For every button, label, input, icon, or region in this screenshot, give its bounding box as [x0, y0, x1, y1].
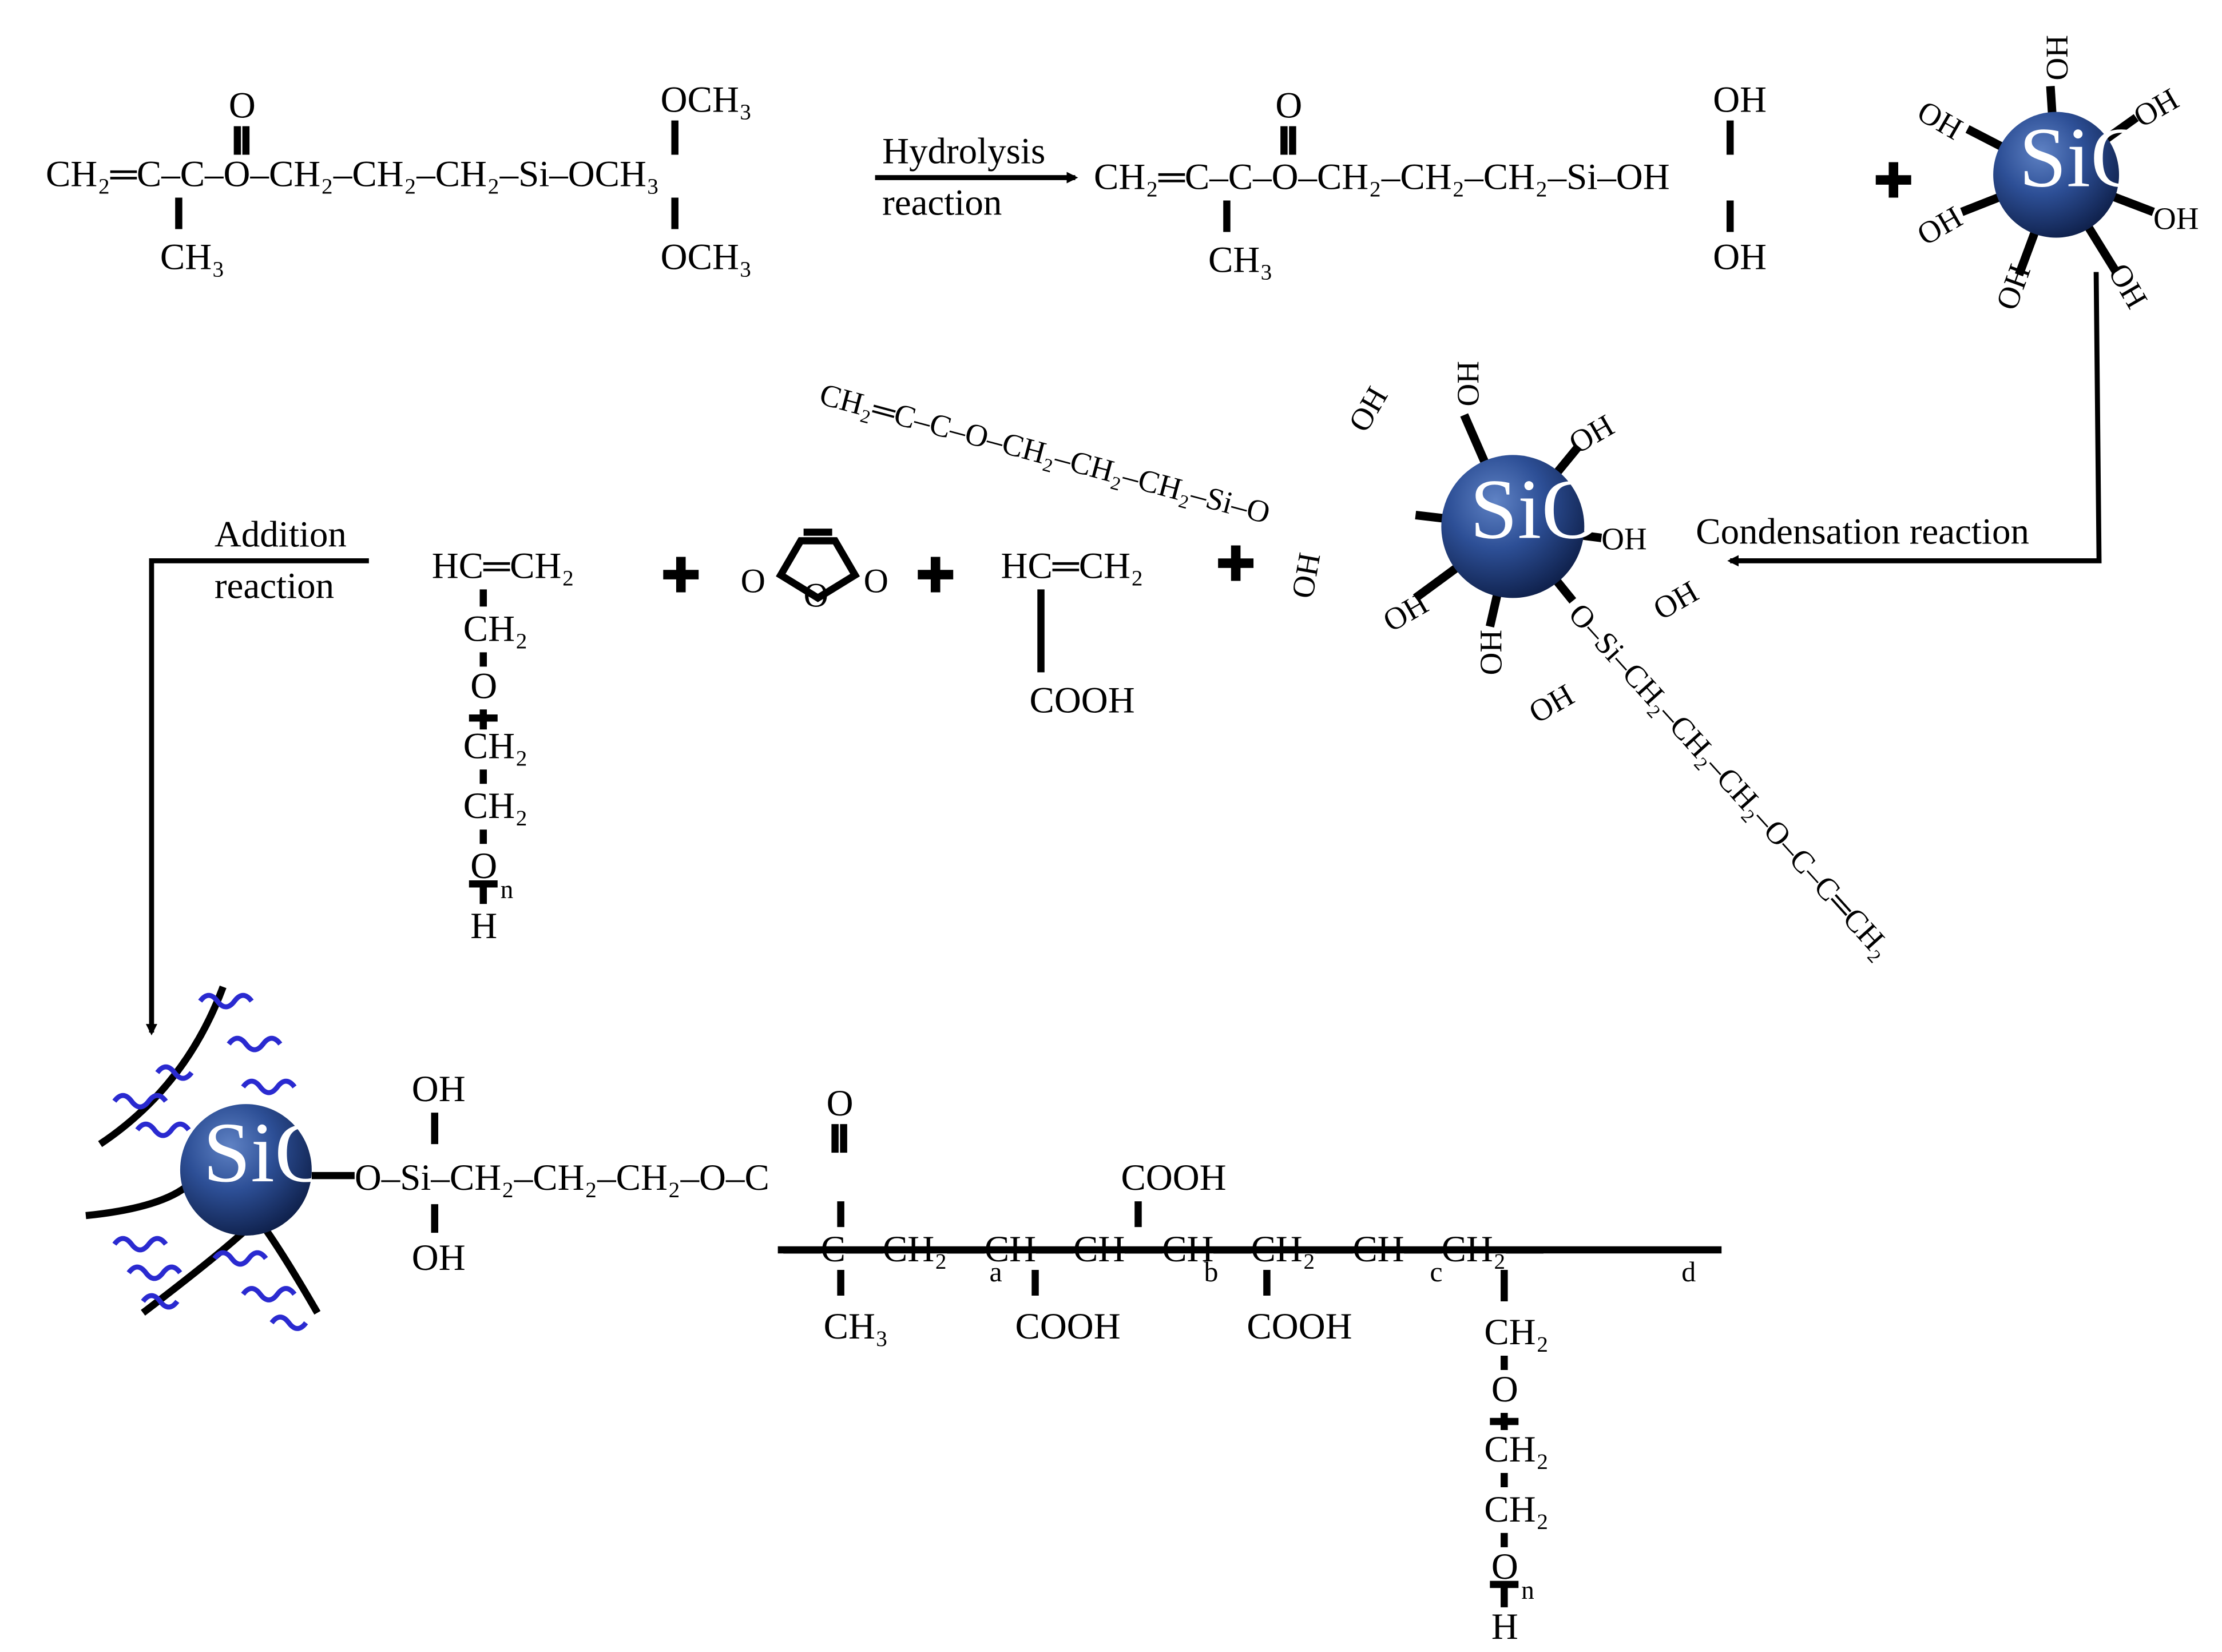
silica-label-2: SiO₂	[1470, 462, 1633, 557]
side-o-2: O	[1491, 1546, 1518, 1587]
addition-label-line1: Addition	[215, 514, 347, 555]
addition-label-line2: reaction	[215, 565, 334, 606]
hydroxylated-silica-particle: SiO₂ OH OH OH OH OH OH OH	[1911, 35, 2199, 314]
silane-carbonyl-o: O	[229, 85, 256, 126]
silane-chain: CH₂═C–C–O–CH₂–CH₂–CH₂–Si–OCH₃	[46, 154, 660, 195]
product-graft-chain: O–Si–CH₂–CH₂–CH₂–O–C	[355, 1157, 769, 1198]
oh-label: OH	[1473, 630, 1508, 675]
anhydride-o-left: O	[741, 562, 765, 599]
ether-monomer: HC═CH₂ CH₂ O CH₂ CH₂ O n H	[432, 545, 574, 947]
silica-sphere-2	[1441, 455, 1585, 598]
side-ch2-3: CH₂	[1484, 1489, 1549, 1530]
silane-methyl: CH₃	[160, 237, 225, 278]
anhydride-o-ring: O	[804, 576, 828, 614]
oh-label: OH	[1989, 260, 2037, 314]
addition-step: Addition reaction	[145, 514, 369, 1036]
oh-label: OH	[2040, 35, 2074, 80]
silanol-chain: CH₂═C–C–O–CH₂–CH₂–CH₂–Si–OH	[1094, 157, 1670, 198]
side-ch2-2: CH₂	[1484, 1429, 1549, 1470]
product-backbone: —C—CH₂—CH—CH—CH—CH₂—CH—CH₂—	[783, 1229, 1544, 1270]
grafted-product: SiO₂ OH O–Si–CH₂–CH₂–CH₂–O–C OH O COOH —…	[85, 986, 1722, 1647]
silanol-carbonyl-o: O	[1275, 85, 1302, 126]
anhydride-o-right: O	[864, 562, 888, 599]
silane-molecule: O OCH₃ CH₂═C–C–O–CH₂–CH₂–CH₂–Si–OCH₃ OCH…	[46, 80, 752, 278]
side-h: H	[1491, 1606, 1518, 1647]
product-cooh-1: COOH	[1015, 1306, 1121, 1347]
silanol-oh-top: OH	[1713, 80, 1767, 121]
product-carbonyl-o: O	[827, 1083, 854, 1124]
condensation-step: Condensation reaction	[1696, 272, 2102, 567]
product-cooh-top: COOH	[1121, 1157, 1226, 1198]
ether-n: n	[501, 875, 513, 904]
product-oh-bottom: OH	[412, 1237, 466, 1278]
acrylic-acid: HC═CH₂ COOH	[1001, 545, 1144, 721]
oh-label: OH	[1911, 199, 1968, 252]
oh-label: OH	[2153, 201, 2199, 236]
silanol-methyl: CH₃	[1208, 239, 1273, 280]
subscript-d: d	[1681, 1256, 1696, 1288]
modified-upper-chain: CH₂═C–C–O–CH₂–CH₂–CH₂–Si–O	[816, 376, 1274, 530]
silica-sphere-3	[180, 1104, 312, 1236]
silica-sphere-1	[1993, 112, 2120, 238]
side-n: n	[1521, 1576, 1534, 1605]
oh-label: OH	[1285, 550, 1327, 601]
condensation-label: Condensation reaction	[1696, 511, 2029, 552]
plus-sign-1: ✚	[1873, 155, 1914, 209]
plus-sign-3: ✚	[915, 549, 956, 603]
oh-label: OH	[1523, 677, 1580, 730]
modified-lower-chain: O–Si–CH₂–CH₂–CH₂–O–C–C═CH₂	[1562, 597, 1899, 965]
oh-label: OH	[1647, 574, 1704, 627]
silanol-oh-bottom: OH	[1713, 237, 1767, 278]
side-o-1: O	[1491, 1369, 1518, 1410]
subscript-b: b	[1204, 1256, 1218, 1288]
product-cooh-2: COOH	[1247, 1306, 1352, 1347]
side-ch2-1: CH₂	[1484, 1312, 1549, 1353]
ether-h: H	[470, 906, 497, 947]
acrylic-cooh: COOH	[1030, 680, 1135, 721]
ether-ch2: CH₂	[463, 608, 528, 649]
silica-label-1: SiO₂	[2019, 110, 2183, 205]
plus-sign-4: ✚	[1215, 538, 1256, 591]
silane-methoxy-top: OCH₃	[661, 80, 752, 121]
ether-ch2-2: CH₂	[463, 725, 528, 767]
hydrolysis-label-line1: Hydrolysis	[882, 131, 1045, 172]
silane-methoxy-bottom: OCH₃	[661, 237, 752, 278]
oh-label: OH	[1342, 381, 1395, 438]
oh-label: OH	[1601, 521, 1646, 556]
product-methyl: CH₃	[824, 1306, 888, 1347]
plus-sign-2: ✚	[661, 549, 701, 603]
ether-vinyl: HC═CH₂	[432, 545, 574, 586]
silane-modified-silica: CH₂═C–C–O–CH₂–CH₂–CH₂–Si–O SiO₂ OH OH OH…	[816, 361, 1899, 965]
oh-label: OH	[1912, 94, 1969, 147]
ether-ch2-3: CH₂	[463, 785, 528, 827]
subscript-c: c	[1430, 1256, 1442, 1288]
product-oh-top: OH	[412, 1069, 466, 1110]
subscript-a: a	[990, 1256, 1002, 1288]
maleic-anhydride: O O O	[741, 529, 888, 614]
silanol-molecule: O OH CH₂═C–C–O–CH₂–CH₂–CH₂–Si–OH OH CH₃	[1094, 80, 1767, 281]
ether-o1: O	[470, 665, 497, 706]
acrylic-vinyl: HC═CH₂	[1001, 545, 1144, 586]
hydrolysis-label-line2: reaction	[882, 182, 1002, 224]
ether-o2: O	[470, 845, 497, 887]
silica-label-3: SiO₂	[203, 1105, 367, 1200]
oh-label: OH	[1450, 361, 1485, 406]
hydrolysis-step: Hydrolysis reaction	[875, 131, 1078, 224]
